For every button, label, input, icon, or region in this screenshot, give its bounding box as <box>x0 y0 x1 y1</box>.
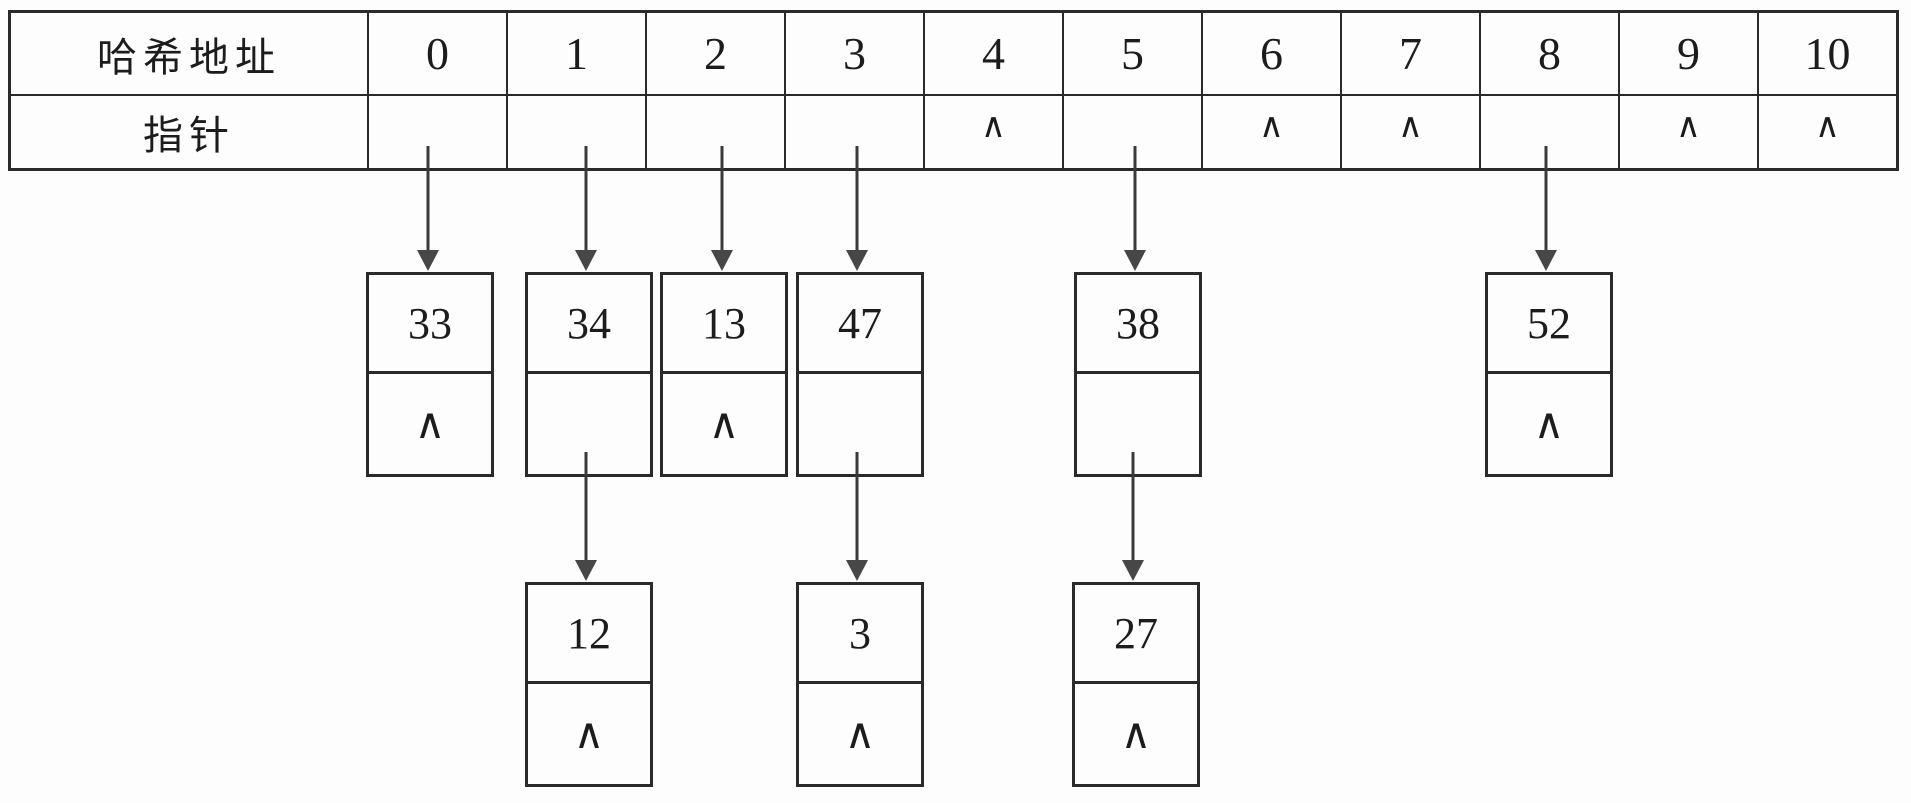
node-3-pointer: ∧ <box>844 712 876 758</box>
address-row-label: 哈希地址 <box>97 34 281 80</box>
address-cell-7: 7 <box>1340 13 1479 94</box>
pointer-cell-3 <box>784 94 923 168</box>
pointer-cell-8 <box>1479 94 1618 168</box>
address-cell-9: 9 <box>1618 13 1757 94</box>
address-cell-5: 5 <box>1062 13 1201 94</box>
node-52-value: 52 <box>1488 275 1610 374</box>
address-cell-2: 2 <box>645 13 784 94</box>
hash-table: 哈希地址 0 1 2 3 4 5 6 7 8 9 10 指针 ∧ ∧ ∧ ∧ ∧ <box>8 10 1899 171</box>
node-12: 12 ∧ <box>525 582 653 787</box>
node-27-value: 27 <box>1075 585 1197 684</box>
address-cell-1: 1 <box>506 13 645 94</box>
node-27-pointer: ∧ <box>1120 712 1152 758</box>
address-cell-6: 6 <box>1201 13 1340 94</box>
pointer-cell-10: ∧ <box>1757 94 1896 168</box>
node-13: 13 ∧ <box>660 272 788 477</box>
pointer-cell-1 <box>506 94 645 168</box>
arrow-address2-to-node13 <box>711 146 733 271</box>
node-33-value: 33 <box>369 275 491 374</box>
pointer-cell-6: ∧ <box>1201 94 1340 168</box>
arrow-address3-to-node47 <box>846 146 868 271</box>
node-38-value: 38 <box>1077 275 1199 374</box>
pointer-cell-5 <box>1062 94 1201 168</box>
pointer-cell-9: ∧ <box>1618 94 1757 168</box>
address-cell-3: 3 <box>784 13 923 94</box>
address-cell-8: 8 <box>1479 13 1618 94</box>
node-47: 47 <box>796 272 924 477</box>
arrow-node34-to-node12 <box>575 452 597 581</box>
arrow-address0-to-node33 <box>417 146 439 271</box>
pointer-cell-7: ∧ <box>1340 94 1479 168</box>
arrow-address5-to-node38 <box>1124 146 1146 271</box>
pointer-row-label: 指针 <box>11 94 367 168</box>
node-27: 27 ∧ <box>1072 582 1200 787</box>
node-3-value: 3 <box>799 585 921 684</box>
node-34-value: 34 <box>528 275 650 374</box>
node-33-pointer: ∧ <box>414 402 446 448</box>
node-52-pointer: ∧ <box>1533 402 1565 448</box>
address-cell-4: 4 <box>923 13 1062 94</box>
address-cell-10: 10 <box>1757 13 1896 94</box>
pointer-cell-2 <box>645 94 784 168</box>
node-34: 34 <box>525 272 653 477</box>
pointer-cell-4: ∧ <box>923 94 1062 168</box>
node-38: 38 <box>1074 272 1202 477</box>
arrow-node38-to-node27 <box>1122 452 1144 581</box>
node-13-pointer: ∧ <box>708 402 740 448</box>
arrow-address1-to-node34 <box>575 146 597 271</box>
pointer-cell-0 <box>367 94 506 168</box>
node-12-pointer: ∧ <box>573 712 605 758</box>
node-33: 33 ∧ <box>366 272 494 477</box>
arrow-node47-to-node3 <box>846 452 868 581</box>
arrow-address8-to-node52 <box>1535 146 1557 271</box>
address-cell-0: 0 <box>367 13 506 94</box>
node-47-value: 47 <box>799 275 921 374</box>
node-13-value: 13 <box>663 275 785 374</box>
node-3: 3 ∧ <box>796 582 924 787</box>
node-12-value: 12 <box>528 585 650 684</box>
node-52: 52 ∧ <box>1485 272 1613 477</box>
